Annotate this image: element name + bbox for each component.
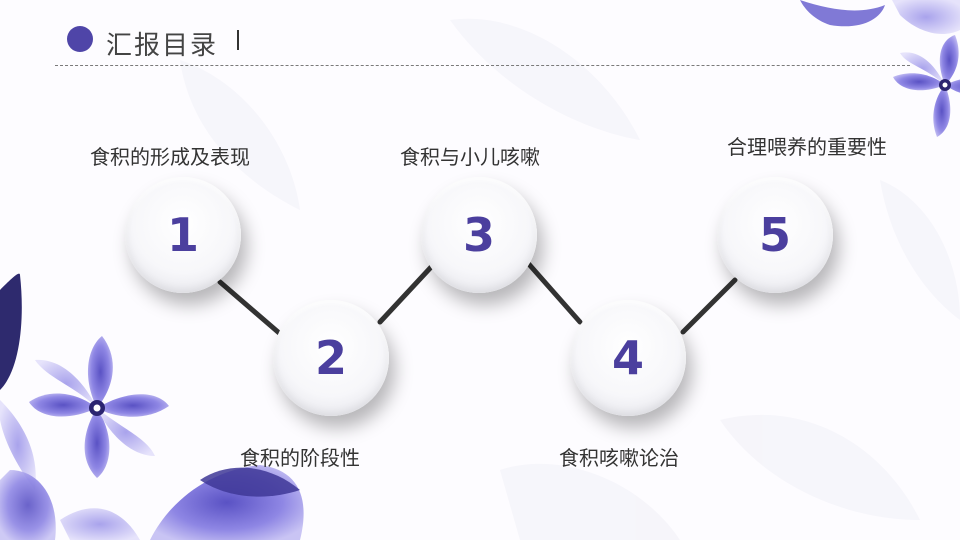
connector-1-2 bbox=[217, 279, 288, 341]
flower-bottom-left-icon bbox=[0, 273, 304, 540]
agenda-circle-1[interactable]: 1 bbox=[125, 177, 241, 293]
connector-2-3 bbox=[377, 262, 436, 325]
agenda-label-3: 食积与小儿咳嗽 bbox=[400, 145, 540, 169]
agenda-label-2: 食积的阶段性 bbox=[240, 446, 360, 470]
agenda-circle-2[interactable]: 2 bbox=[273, 300, 389, 416]
flower-top-right-icon bbox=[800, 0, 960, 137]
connector-3-4 bbox=[524, 259, 583, 325]
text-cursor bbox=[237, 30, 239, 50]
agenda-label-1: 食积的形成及表现 bbox=[90, 145, 250, 169]
agenda-circle-3[interactable]: 3 bbox=[421, 177, 537, 293]
title-divider bbox=[55, 65, 910, 66]
agenda-number-2: 2 bbox=[314, 331, 347, 385]
agenda-label-5: 合理喂养的重要性 bbox=[727, 135, 887, 159]
title-dot-icon bbox=[67, 26, 93, 52]
agenda-number-3: 3 bbox=[462, 208, 495, 262]
connector-4-5 bbox=[680, 277, 738, 335]
agenda-number-5: 5 bbox=[758, 208, 791, 262]
agenda-label-4: 食积咳嗽论治 bbox=[559, 446, 679, 470]
page-title: 汇报目录 bbox=[106, 31, 219, 61]
agenda-number-1: 1 bbox=[166, 208, 199, 262]
agenda-circle-4[interactable]: 4 bbox=[570, 300, 686, 416]
agenda-number-4: 4 bbox=[611, 331, 644, 385]
agenda-circle-5[interactable]: 5 bbox=[717, 177, 833, 293]
